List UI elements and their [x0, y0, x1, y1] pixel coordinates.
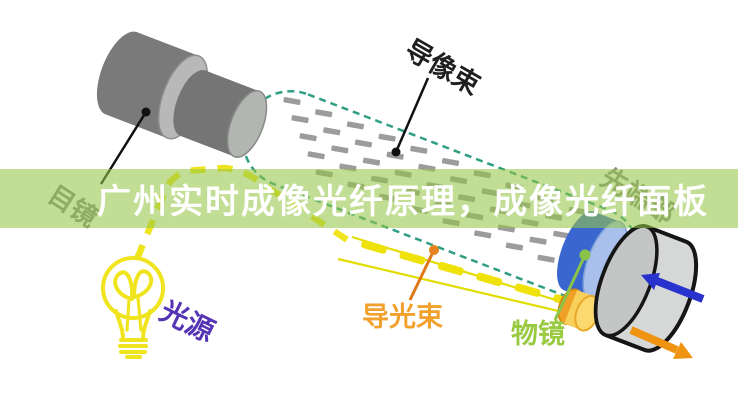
objective-lens-label: 物镜 — [511, 319, 565, 349]
light-ray-top — [351, 235, 589, 312]
page-title: 广州实时成像光纤原理，成像光纤面板 — [97, 183, 709, 221]
blue-arrow-icon — [641, 273, 705, 303]
eyepiece-small-cylinder — [173, 70, 268, 158]
target-disc — [593, 224, 699, 353]
orange-arrow-icon — [629, 326, 693, 359]
light-guide-pointer — [408, 245, 439, 301]
light-ray-bottom — [337, 257, 589, 320]
title-banner: 广州实时成像光纤原理，成像光纤面板 — [0, 169, 738, 228]
light-guide-bundle-label: 导光束 — [362, 302, 443, 332]
image-guide-pointer — [391, 77, 430, 157]
light-bulb-icon — [101, 256, 165, 359]
objective-pointer — [553, 249, 591, 321]
